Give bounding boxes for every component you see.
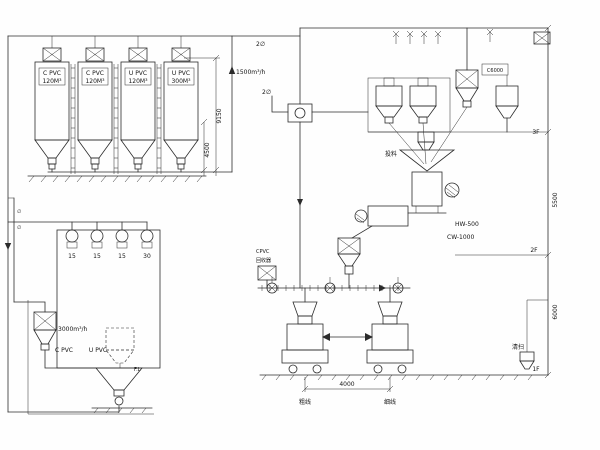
cleaning-label: 清扫 [512,343,524,351]
scale-hopper [417,131,435,151]
day-bin-b [409,77,437,124]
main-piping: 1500m³/h 2∅ ∅ ∅ [4,27,549,413]
silo-2: C PVC 120M³ [77,36,113,173]
left-dimension-chain: 4500 9150 [184,54,223,176]
cleaning-unit: 清扫 [512,299,548,370]
receiving-cyclone [455,27,479,108]
cooling-mixer-label: CW-1000 [447,234,474,241]
pipe-phi-a: ∅ [17,209,21,215]
shuttle-arrow [322,333,373,341]
floor-label-3f: 3F [532,129,540,136]
silo-4-capacity: 300M³ [171,78,191,85]
blower-2-rating: 15 [93,253,101,260]
blower-3-rating: 15 [118,253,126,260]
roots-blower-1: 15 [65,221,79,260]
mixer-unit: HW-500 CW-1000 [351,171,479,241]
floor-label-2f: 2F [530,247,538,254]
transfer-pump: 2∅ [262,89,369,123]
feed-label: 投料 [385,150,397,158]
dim-left-inner: 4500 [204,142,211,157]
pipe-phi-b: ∅ [17,225,21,231]
silo-4: U PVC 300M³ [163,36,199,173]
extruder-span-dimension: 4000 [301,377,394,393]
recycler-label-line1: CPVC [256,249,270,255]
recycler-unit: CPVC 回收器 [256,249,277,289]
silo-ladders [70,64,162,174]
dim-extruder-span: 4000 [339,381,354,388]
unit-label-box: C6000 [481,63,509,76]
silo-3-capacity: 120M³ [128,78,148,85]
dim-right-upper: 5500 [552,192,559,207]
blower-1-rating: 15 [68,253,76,260]
flow-rate-silo-line: 1500m³/h [236,69,266,76]
heating-mixer-label: HW-500 [455,221,479,228]
conveyor-drive-3 [392,277,404,294]
dust-collector-cyclone [13,301,97,369]
right-dimension-chain: 5500 6000 3F 2F 1F [455,24,559,379]
silo-3-name: U PVC [129,70,147,77]
silo-1: C PVC 120M³ [34,36,70,173]
extruder-floor [259,374,549,381]
distribution-conveyor [257,277,411,303]
roots-blower-3: 15 [115,221,129,260]
additive-tank [495,75,519,133]
feed-hopper: F.L [91,367,153,414]
cooling-mixer [351,205,409,239]
pipe-dia-top-header: 2∅ [256,41,265,48]
surge-hopper [337,237,361,289]
material-label-upvc: U PVC [89,347,107,354]
mixer-feed-funnel: 投料 [385,106,468,172]
floor-mark-label: F.L [134,367,141,373]
silo-1-name: C PVC [43,70,61,77]
future-hopper-dashed [105,327,135,368]
silo-1-capacity: 120M³ [42,78,62,85]
conveyor-drive-1 [266,277,278,294]
silo-ground-line [27,175,207,183]
day-bin-a [375,77,403,124]
unit-label: C6000 [487,68,503,74]
roots-blower-4: 30 [140,221,154,260]
conveyor-drive-2 [324,277,336,294]
silo-4-name: U PVC [172,70,190,77]
blower-room: 15 15 15 30 [7,221,161,369]
bag-dump-station: 3000m³/h C PVC U PVC F.L [13,300,154,415]
recycler-label-line2: 回收器 [256,257,271,264]
floor-label-1f: 1F [532,366,540,373]
day-bin-cluster: C6000 投料 [367,27,551,172]
dim-left-outer: 9150 [216,108,223,123]
silo-2-name: C PVC [86,70,104,77]
vent-filters [392,28,494,44]
pipe-dia-pump-branch: 2∅ [262,89,271,96]
flow-rate-bag-dump: 3000m³/h [58,326,88,333]
extruder-line-2-label: 细线 [384,398,396,406]
silo-2-capacity: 120M³ [85,78,105,85]
extruder-line-1-label: 粗线 [299,398,311,406]
material-label-cpvc: C PVC [55,347,73,354]
dim-right-lower: 6000 [552,304,559,319]
blower-4-rating: 30 [143,253,151,260]
roots-blower-2: 15 [90,221,104,260]
silo-3: U PVC 120M³ [120,36,156,173]
heating-mixer [407,171,460,214]
top-right-filter-box [533,31,551,45]
